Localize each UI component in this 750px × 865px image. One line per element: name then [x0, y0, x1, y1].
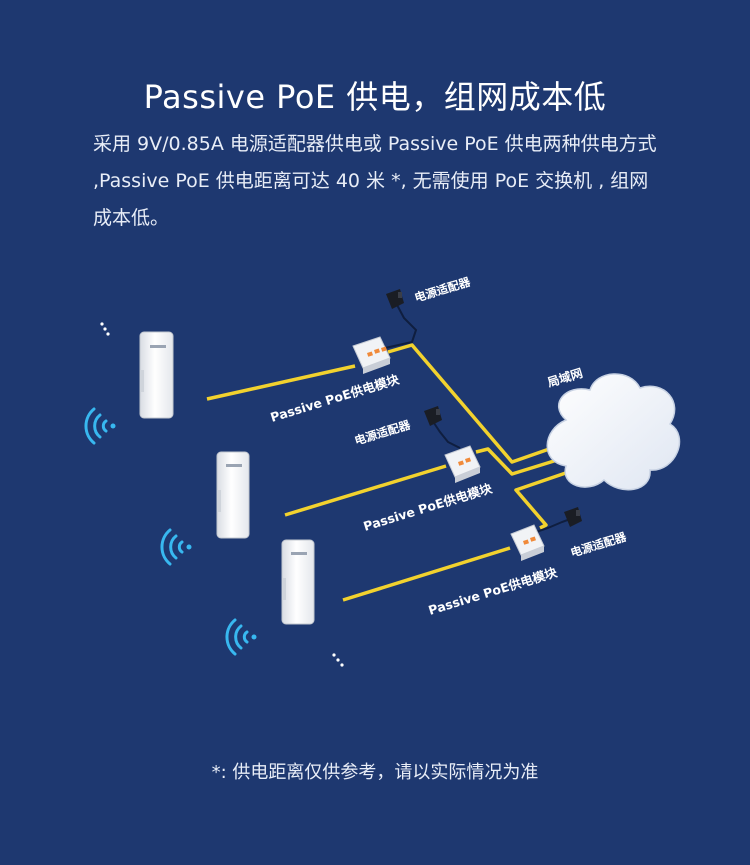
cable-injector1-to-lan	[387, 343, 576, 464]
poe-injector	[510, 524, 545, 561]
power-adapter-icon	[386, 289, 404, 309]
access-point-device	[281, 539, 315, 625]
poe-injector	[444, 445, 481, 483]
cable-injector2-to-lan	[475, 447, 584, 476]
cable-injector3-to-lan	[514, 462, 593, 530]
poe-module-label: Passive PoE供电模块	[361, 480, 494, 534]
power-adapter-label: 电源适配器	[353, 418, 413, 448]
access-point-device	[216, 451, 250, 539]
cable-ap3-to-injector3	[342, 546, 511, 602]
poe-module-label: Passive PoE供电模块	[426, 564, 559, 618]
wifi-signal-icon	[160, 528, 192, 566]
ellipsis-icon	[100, 322, 110, 336]
cable-ap2-to-injector2	[284, 464, 447, 517]
lan-label: 局域网	[545, 365, 584, 390]
power-adapter-icon	[424, 406, 442, 426]
ethernet-cables	[206, 343, 593, 602]
lan-cloud-icon	[546, 373, 681, 491]
poe-injector	[352, 336, 391, 374]
access-point-device	[139, 331, 174, 419]
footnote: *: 供电距离仅供参考，请以实际情况为准	[211, 762, 539, 783]
wifi-signal-icon	[225, 618, 257, 656]
feature-description: 采用 9V/0.85A 电源适配器供电或 Passive PoE 供电两种供电方…	[93, 133, 657, 229]
power-adapter-icon	[564, 507, 582, 527]
power-adapter-label: 电源适配器	[569, 530, 629, 560]
wifi-signal-icon	[84, 407, 116, 445]
power-adapter-label: 电源适配器	[413, 275, 473, 305]
page-title: Passive PoE 供电，组网成本低	[143, 78, 607, 116]
ellipsis-icon	[332, 653, 344, 667]
cable-ap1-to-injector1	[206, 364, 356, 401]
